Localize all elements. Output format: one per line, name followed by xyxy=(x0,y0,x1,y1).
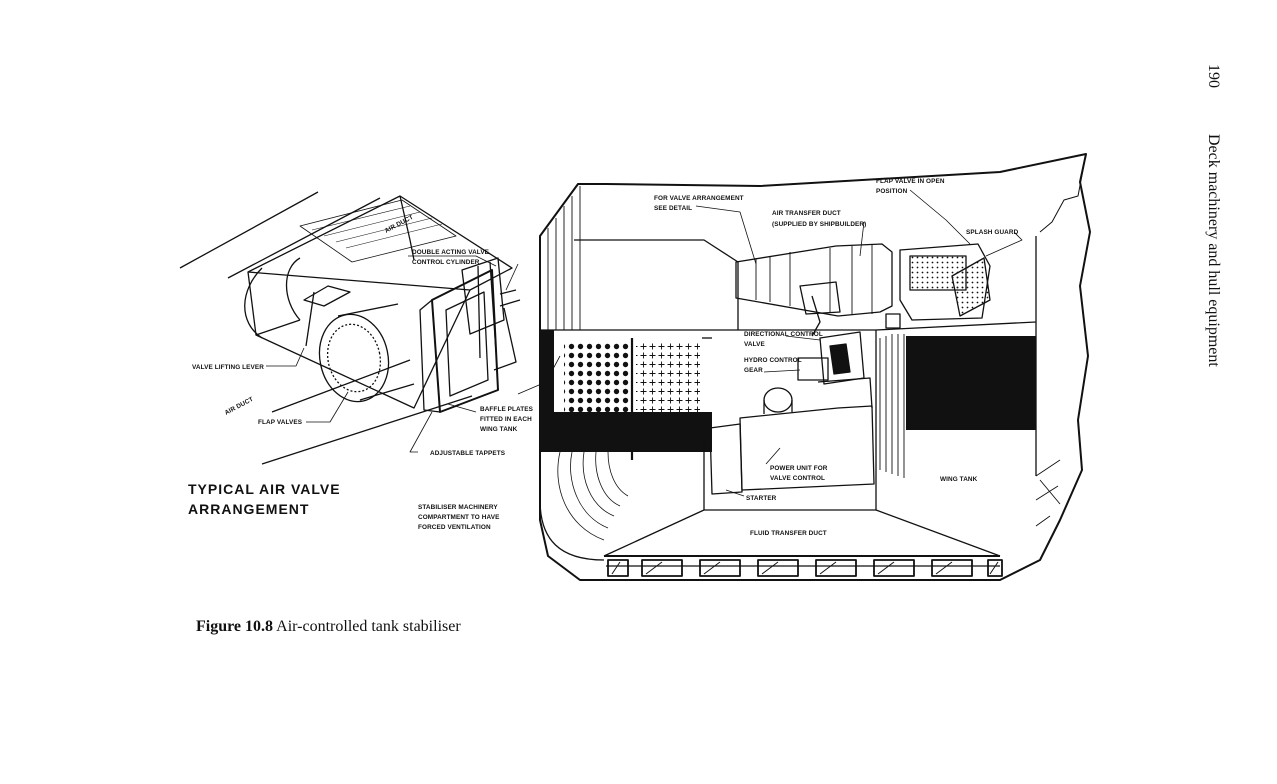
figure-number: Figure 10.8 xyxy=(196,618,274,635)
svg-text:FITTED IN EACH: FITTED IN EACH xyxy=(480,416,532,423)
svg-text:GEAR: GEAR xyxy=(744,367,763,374)
label-valve-lifting-lever: VALVE LIFTING LEVER xyxy=(192,364,264,371)
label-hydro-1: HYDRO CONTROL xyxy=(744,357,802,364)
svg-text:DOUBLE ACTING VALVE: DOUBLE ACTING VALVE xyxy=(412,249,490,256)
svg-text:VALVE CONTROL: VALVE CONTROL xyxy=(770,475,825,482)
label-air-transfer-1: AIR TRANSFER DUCT xyxy=(772,210,841,217)
label-baffle-2: FITTED IN EACH xyxy=(480,416,532,423)
label-flap-open-1: FLAP VALVE IN OPEN xyxy=(876,178,945,185)
svg-text:SEE DETAIL: SEE DETAIL xyxy=(654,205,692,212)
heading-line-2: ARRANGEMENT xyxy=(188,501,309,517)
svg-text:(SUPPLIED BY SHIPBUILDER): (SUPPLIED BY SHIPBUILDER) xyxy=(772,221,866,228)
label-double-acting-2: CONTROL CYLINDER xyxy=(412,259,480,266)
label-fluid-transfer-duct: FLUID TRANSFER DUCT xyxy=(750,530,827,537)
svg-text:STABILISER MACHINERY: STABILISER MACHINERY xyxy=(418,504,498,511)
label-splash-guard: SPLASH GUARD xyxy=(966,229,1019,236)
label-wing-tank: WING TANK xyxy=(940,476,978,483)
svg-text:SPLASH GUARD: SPLASH GUARD xyxy=(966,229,1019,236)
svg-text:FLAP VALVE IN OPEN: FLAP VALVE IN OPEN xyxy=(876,178,945,185)
label-directional-2: VALVE xyxy=(744,341,765,348)
svg-text:POSITION: POSITION xyxy=(876,188,908,195)
svg-text:CONTROL CYLINDER: CONTROL CYLINDER xyxy=(412,259,480,266)
label-machinery-1: STABILISER MACHINERY xyxy=(418,504,498,511)
svg-text:ARRANGEMENT: ARRANGEMENT xyxy=(188,501,309,517)
label-power-unit-1: POWER UNIT FOR xyxy=(770,465,828,472)
svg-text:HYDRO CONTROL: HYDRO CONTROL xyxy=(744,357,802,364)
svg-text:STARTER: STARTER xyxy=(746,495,777,502)
label-flap-open-2: POSITION xyxy=(876,188,908,195)
svg-text:BAFFLE PLATES: BAFFLE PLATES xyxy=(480,406,534,413)
label-machinery-2: COMPARTMENT TO HAVE xyxy=(418,514,500,521)
label-flap-valves: FLAP VALVES xyxy=(258,419,303,426)
figure-title: Air-controlled tank stabiliser xyxy=(276,618,461,635)
svg-text:WING TANK: WING TANK xyxy=(940,476,978,483)
air-valve-detail: AIR DUCT AIR DUCT DOUBLE ACTING VALVE CO… xyxy=(179,191,561,531)
svg-text:FORCED VENTILATION: FORCED VENTILATION xyxy=(418,524,491,531)
svg-text:FLAP VALVES: FLAP VALVES xyxy=(258,419,303,426)
svg-text:VALVE LIFTING LEVER: VALVE LIFTING LEVER xyxy=(192,364,264,371)
svg-text:WING TANK: WING TANK xyxy=(480,426,518,433)
label-baffle-1: BAFFLE PLATES xyxy=(480,406,534,413)
svg-text:COMPARTMENT TO HAVE: COMPARTMENT TO HAVE xyxy=(418,514,500,521)
label-air-transfer-2: (SUPPLIED BY SHIPBUILDER) xyxy=(772,221,866,228)
svg-text:FOR VALVE ARRANGEMENT: FOR VALVE ARRANGEMENT xyxy=(654,195,744,202)
svg-text:AIR TRANSFER DUCT: AIR TRANSFER DUCT xyxy=(772,210,841,217)
label-air-duct-lower: AIR DUCT xyxy=(224,396,255,417)
svg-text:AIR DUCT: AIR DUCT xyxy=(224,396,255,417)
label-adjustable-tappets: ADJUSTABLE TAPPETS xyxy=(430,450,506,457)
svg-text:DIRECTIONAL CONTROL: DIRECTIONAL CONTROL xyxy=(744,331,823,338)
svg-text:TYPICAL AIR VALVE: TYPICAL AIR VALVE xyxy=(188,481,341,497)
double-bottom-openings xyxy=(607,559,1003,577)
heading-line-1: TYPICAL AIR VALVE xyxy=(188,481,341,497)
label-baffle-3: WING TANK xyxy=(480,426,518,433)
label-machinery-3: FORCED VENTILATION xyxy=(418,524,491,531)
svg-text:VALVE: VALVE xyxy=(744,341,765,348)
label-starter: STARTER xyxy=(746,495,777,502)
svg-text:POWER UNIT FOR: POWER UNIT FOR xyxy=(770,465,828,472)
label-for-valve-1: FOR VALVE ARRANGEMENT xyxy=(654,195,744,202)
label-double-acting-1: DOUBLE ACTING VALVE xyxy=(412,249,490,256)
figure-caption: Figure 10.8 Air-controlled tank stabilis… xyxy=(196,618,461,636)
label-hydro-2: GEAR xyxy=(744,367,763,374)
label-directional-1: DIRECTIONAL CONTROL xyxy=(744,331,823,338)
svg-text:FLUID TRANSFER DUCT: FLUID TRANSFER DUCT xyxy=(750,530,827,537)
ship-section: FOR VALVE ARRANGEMENT SEE DETAIL AIR TRA… xyxy=(539,153,1091,581)
label-for-valve-2: SEE DETAIL xyxy=(654,205,692,212)
svg-text:ADJUSTABLE TAPPETS: ADJUSTABLE TAPPETS xyxy=(430,450,506,457)
label-power-unit-2: VALVE CONTROL xyxy=(770,475,825,482)
